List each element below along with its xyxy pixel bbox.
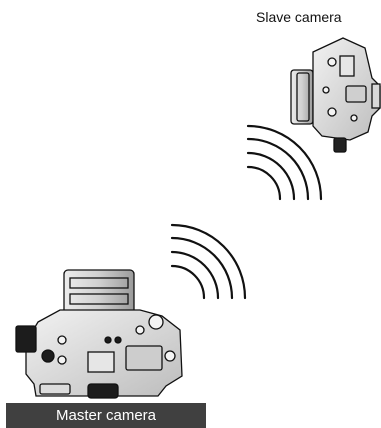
master-camera-label: Master camera xyxy=(6,403,206,428)
slave-wireless-signal-icon xyxy=(248,126,321,199)
slave-camera-illustration xyxy=(291,38,380,152)
slave-camera-label: Slave camera xyxy=(256,9,342,25)
master-camera-illustration xyxy=(16,270,182,398)
master-wireless-signal-icon xyxy=(172,225,245,298)
